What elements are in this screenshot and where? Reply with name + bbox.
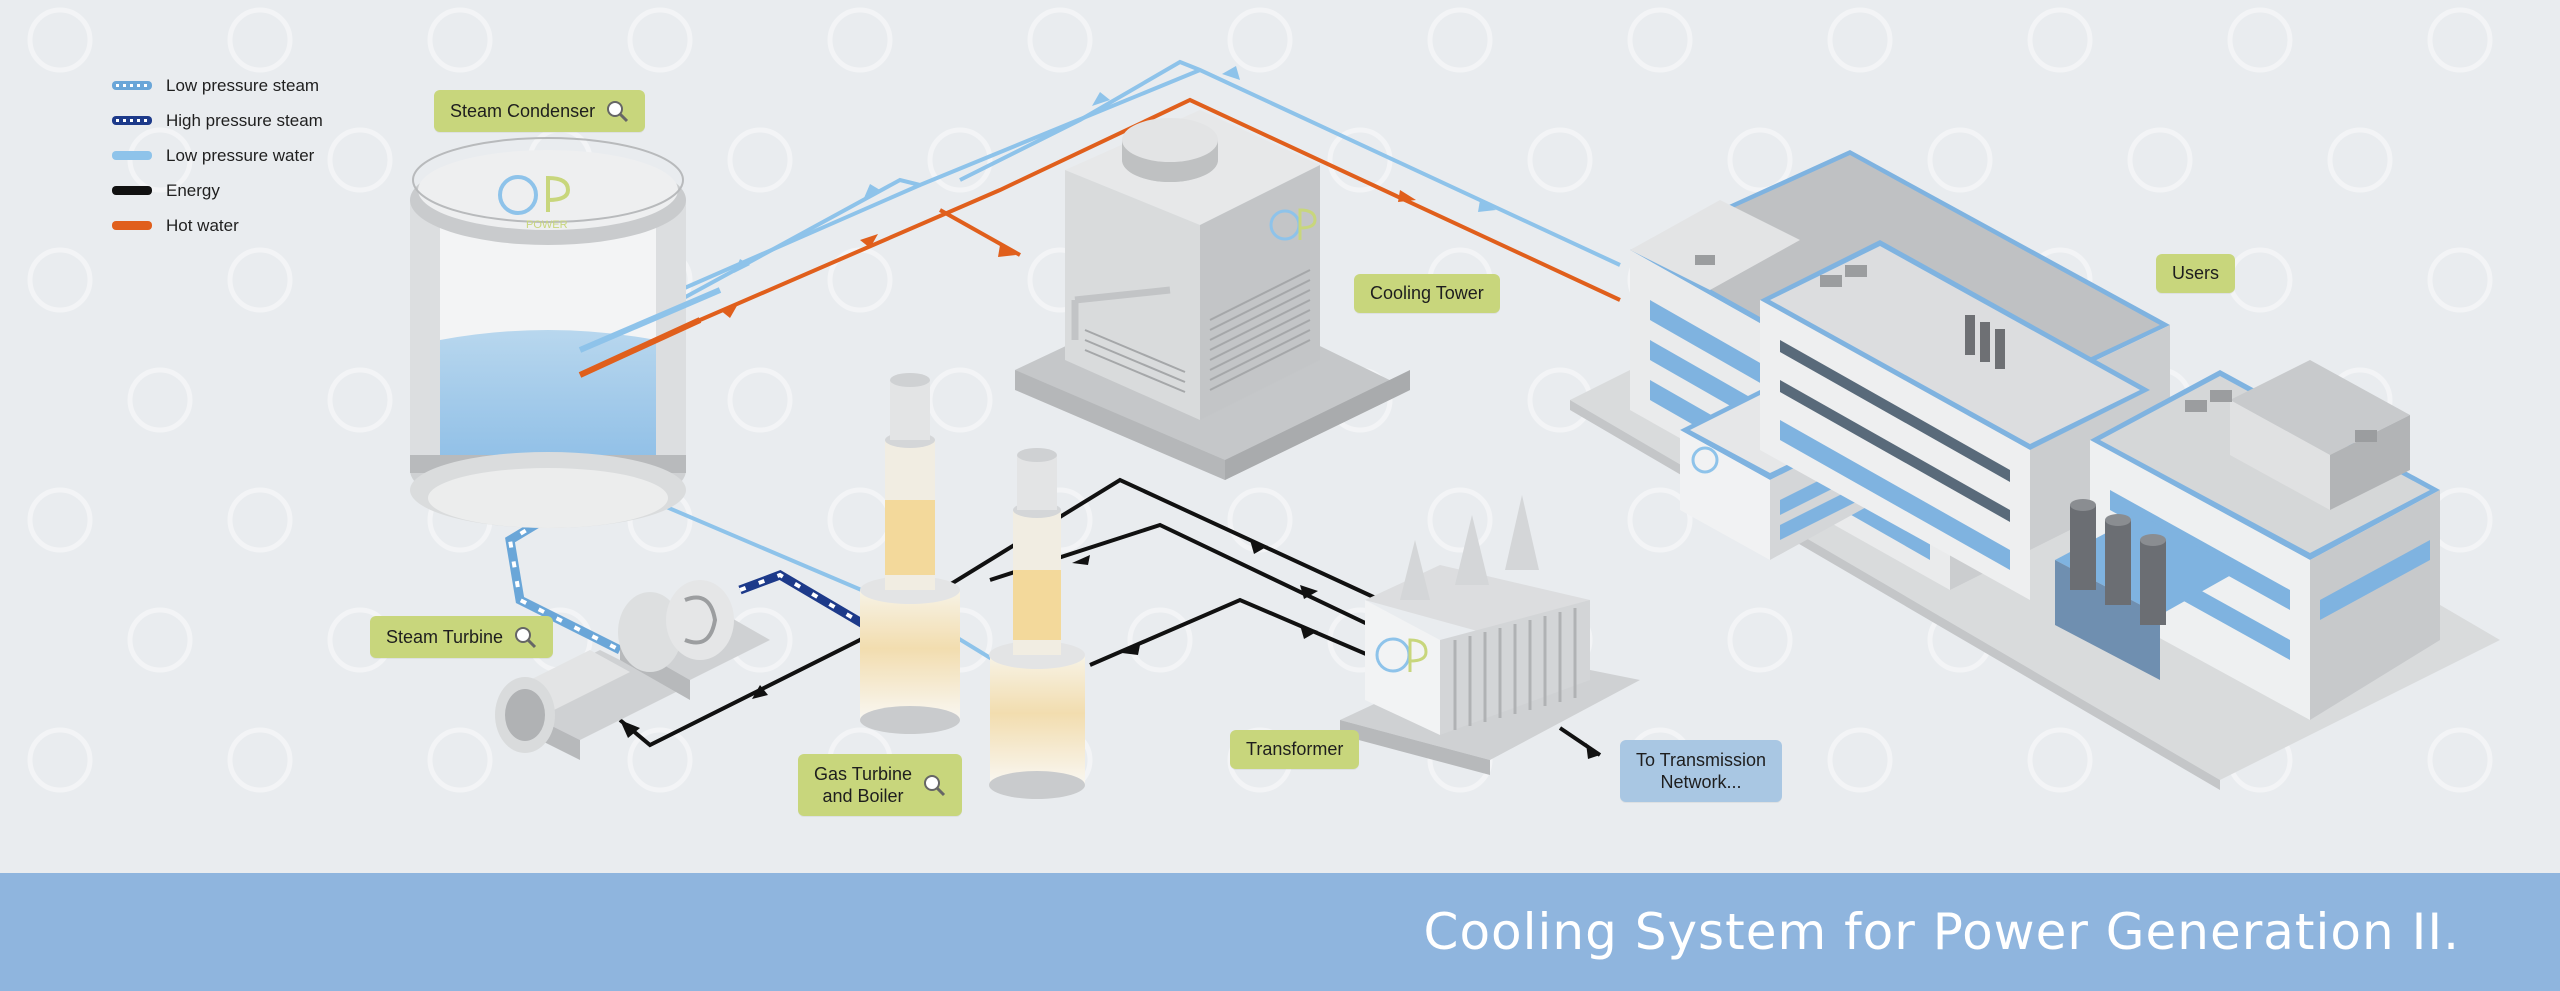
solid-orange-line-icon: [112, 221, 152, 230]
transformer: [1340, 495, 1640, 775]
solid-light-blue-line-icon: [112, 151, 152, 160]
legend-item-energy: Energy: [112, 173, 323, 208]
low-pressure-water-return: [679, 183, 921, 292]
energy-arrows: [620, 540, 1600, 759]
legend-item-high-pressure-steam: High pressure steam: [112, 103, 323, 138]
cooling-tower: [1015, 110, 1410, 480]
magnifier-icon[interactable]: [513, 625, 537, 649]
transmission-network-label-text: To Transmission Network...: [1636, 749, 1766, 793]
users-buildings: [1570, 150, 2500, 790]
page-title: Cooling System for Power Generation II.: [1423, 903, 2460, 961]
transformer-label-text: Transformer: [1246, 739, 1344, 759]
legend-label: Energy: [166, 180, 220, 200]
legend: Low pressure steam High pressure steam L…: [112, 68, 323, 243]
hot-water-arrows: [720, 190, 1416, 318]
transmission-label-line1: To Transmission: [1636, 750, 1767, 770]
cooling-tower-label: Cooling Tower: [1354, 274, 1500, 313]
legend-item-hot-water: Hot water: [112, 208, 323, 243]
footer-banner: Cooling System for Power Generation II.: [0, 873, 2560, 991]
users-label: Users: [2156, 254, 2236, 293]
cooling-tower-label-text: Cooling Tower: [1370, 283, 1484, 303]
steam-condenser-label-text: Steam Condenser: [450, 100, 596, 121]
solid-black-line-icon: [112, 186, 152, 195]
hot-water-branch: [939, 208, 1021, 257]
background-watermark: [0, 7, 2493, 790]
magnifier-icon[interactable]: [605, 99, 629, 123]
legend-item-low-pressure-water: Low pressure water: [112, 138, 323, 173]
steam-condenser: POWER: [410, 137, 722, 528]
dotted-light-blue-line-icon: [112, 81, 152, 90]
low-pressure-water-line-users: [959, 59, 1621, 267]
gas-turbine-boiler-label-text: Gas Turbine and Boiler: [814, 763, 912, 807]
condenser-logo-word: POWER: [526, 219, 568, 231]
gas-turbine-label-line1: Gas Turbine: [814, 764, 913, 784]
legend-label: High pressure steam: [166, 110, 323, 130]
legend-item-low-pressure-steam: Low pressure steam: [112, 68, 323, 103]
transmission-label-line2: Network...: [1660, 772, 1742, 792]
transformer-label: Transformer: [1230, 730, 1360, 769]
low-pressure-water-arrows: [734, 66, 1496, 273]
magnifier-icon[interactable]: [922, 773, 946, 797]
steam-turbine-label-text: Steam Turbine: [386, 626, 504, 647]
cooling-system-diagram: POWER: [0, 7, 2500, 799]
gas-turbine-boiler-1: [860, 373, 960, 734]
legend-label: Hot water: [166, 215, 239, 235]
gas-turbine-boiler-2: [989, 448, 1085, 799]
users-label-text: Users: [2172, 263, 2220, 283]
steam-turbine-label[interactable]: Steam Turbine: [370, 616, 554, 658]
gas-turbine-boiler-label[interactable]: Gas Turbine and Boiler: [798, 754, 963, 816]
legend-label: Low pressure steam: [166, 75, 320, 95]
transmission-network-label: To Transmission Network...: [1620, 740, 1783, 802]
legend-label: Low pressure water: [166, 145, 315, 165]
dotted-dark-blue-line-icon: [112, 116, 152, 125]
gas-turbine-label-line2: and Boiler: [822, 786, 904, 806]
steam-condenser-label[interactable]: Steam Condenser: [434, 90, 646, 132]
steam-turbine: [495, 580, 770, 760]
